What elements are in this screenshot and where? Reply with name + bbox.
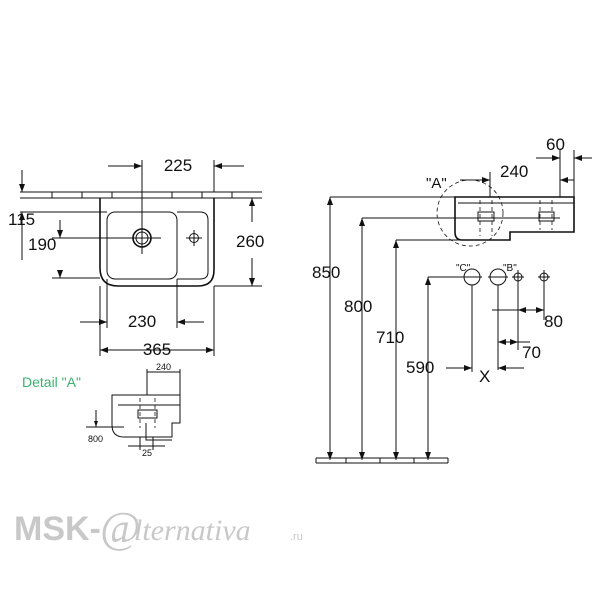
detail-a-circle: [436, 179, 504, 247]
label-b: "B": [503, 263, 517, 274]
basin-outline: [99, 198, 215, 287]
label-c: "C": [456, 263, 471, 274]
dim-70: 70: [522, 343, 541, 362]
watermark-text-1: MSK-: [14, 510, 101, 548]
detail-dim-25: 25: [142, 448, 152, 458]
dim-115: 115: [8, 210, 35, 229]
detail-a-marker: "A": [426, 175, 447, 192]
shelf-outline: [177, 211, 209, 280]
dim-590: 590: [406, 358, 434, 377]
dim-710: 710: [376, 328, 404, 347]
side-view: "A" 240 60 850 800 710: [312, 135, 592, 464]
dim-190: 190: [28, 235, 56, 254]
detail-view: Detail "A" 240 800 25: [22, 362, 181, 458]
watermark-text-2: lternativa: [134, 514, 251, 547]
dim-850: 850: [312, 263, 340, 282]
watermark-suffix: .ru: [290, 531, 303, 543]
top-view: 225 115 190 260 230: [8, 156, 264, 359]
dim-225: 225: [164, 156, 192, 175]
side-dim-240: 240: [500, 162, 528, 181]
dim-80: 80: [544, 312, 563, 331]
detail-dim-240: 240: [156, 362, 171, 372]
dim-800: 800: [344, 297, 372, 316]
detail-dim-800: 800: [88, 434, 103, 444]
detail-title: Detail "A": [22, 374, 81, 390]
watermark: MSK- @ lternativa .ru: [14, 503, 303, 552]
watermark-at-logo: @: [100, 503, 140, 552]
side-dim-60: 60: [546, 135, 565, 154]
dim-365: 365: [143, 340, 171, 359]
dim-x: X: [479, 367, 490, 386]
dim-230: 230: [128, 312, 156, 331]
dim-260: 260: [236, 232, 264, 251]
